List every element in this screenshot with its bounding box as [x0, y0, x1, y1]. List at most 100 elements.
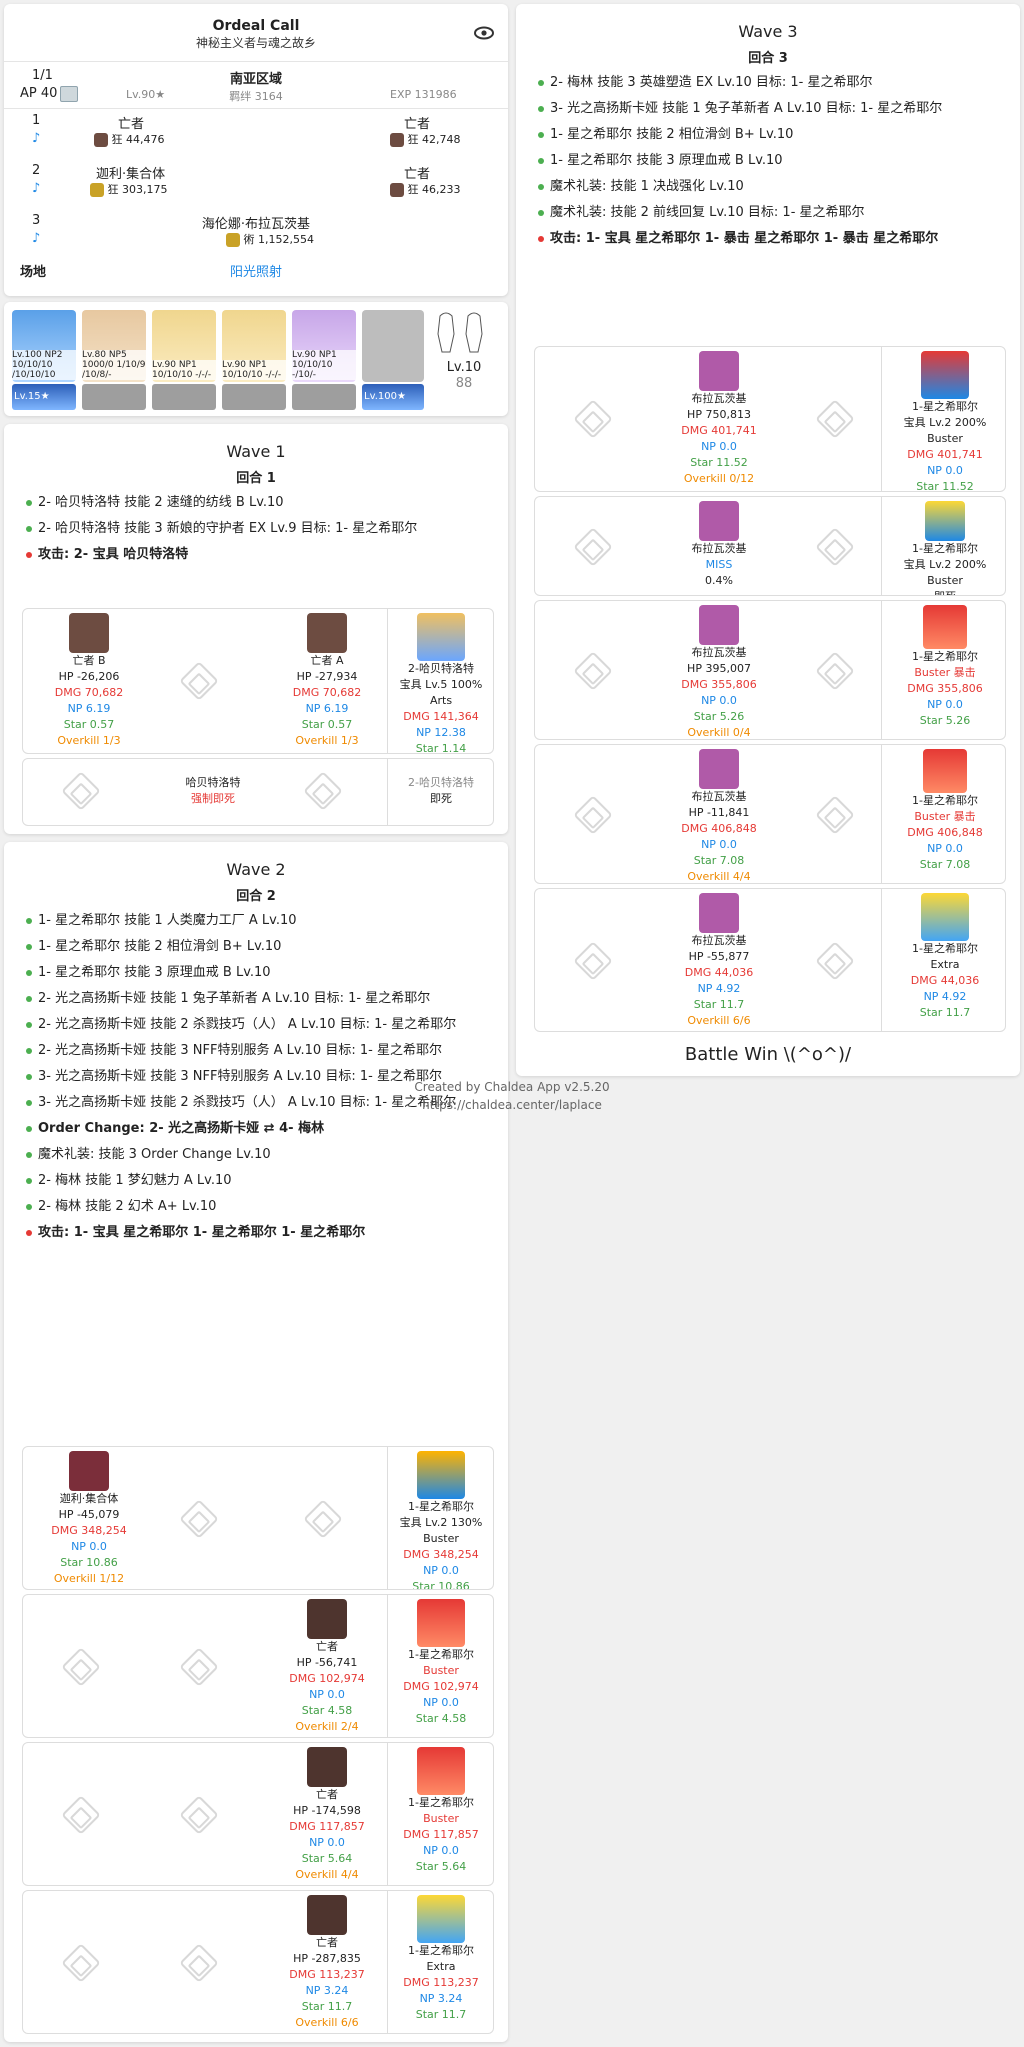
empty-slot-icon: [303, 1499, 343, 1539]
servant-card-3[interactable]: Lv.90 NP1 10/10/10 -/-/-: [152, 310, 216, 382]
action-line: 1- 星之希耶尔 技能 3 原理血戒 B Lv.10: [528, 148, 1008, 174]
buster-card-icon: [923, 749, 967, 793]
enemy-name: 迦利·集合体: [96, 167, 166, 182]
edit-icon[interactable]: [60, 86, 78, 102]
servant-stats: Lv.100 NP2 10/10/10 /10/10/10: [12, 350, 76, 380]
berserker-class-icon: [90, 183, 104, 197]
turn-title: 回合 1: [236, 471, 276, 486]
enemy-index: 2: [32, 163, 41, 178]
servant-stats: Lv.80 NP5 1000/0 1/10/9 /10/8/-: [82, 350, 146, 380]
action-line: 1- 星之希耶尔 技能 3 原理血戒 B Lv.10: [16, 960, 496, 986]
action-line: 3- 光之高扬斯卡娅 技能 1 兔子革新者 A Lv.10 目标: 1- 星之希…: [528, 96, 1008, 122]
enemy-portrait: [307, 613, 347, 653]
empty-slot-icon: [61, 1795, 101, 1835]
empty-ce-slot[interactable]: [292, 384, 356, 410]
servant-stats: Lv.90 NP1 10/10/10 -/10/-: [292, 350, 356, 380]
music-note-icon: ♪: [32, 231, 41, 246]
action-line: 3- 光之高扬斯卡娅 技能 2 杀戮技巧（人） A Lv.10 目标: 1- 星…: [16, 1090, 496, 1116]
servant-stats: Lv.90 NP1 10/10/10 -/-/-: [152, 360, 216, 380]
action-line: 1- 星之希耶尔 技能 2 相位滑剑 B+ Lv.10: [528, 122, 1008, 148]
empty-ce-slot[interactable]: [222, 384, 286, 410]
empty-slot-icon: [179, 661, 219, 701]
instant-death-result[interactable]: 2-哈贝特洛特即死: [408, 776, 474, 805]
empty-slot-icon: [179, 1499, 219, 1539]
enemy-index: 3: [32, 213, 41, 228]
enemy-portrait: [699, 749, 739, 789]
servant-card-5[interactable]: Lv.90 NP1 10/10/10 -/10/-: [292, 310, 356, 382]
empty-ce-slot[interactable]: [152, 384, 216, 410]
servant-card-2[interactable]: Lv.80 NP5 1000/0 1/10/9 /10/8/-: [82, 310, 146, 382]
wave-title: Wave 2: [226, 860, 286, 879]
berserker-class-icon: [390, 183, 404, 197]
field-label: 场地: [20, 265, 47, 280]
quest-level: Lv.90★: [126, 88, 166, 101]
action-line: 2- 哈贝特洛特 技能 2 速缝的纺线 B Lv.10: [16, 490, 496, 516]
craft-essence-6[interactable]: Lv.100★: [362, 384, 424, 410]
instant-death-cell[interactable]: 哈贝特洛特强制即死: [185, 776, 241, 805]
empty-slot-icon: [815, 941, 855, 981]
action-line: 攻击: 2- 宝具 哈贝特洛特: [16, 542, 496, 568]
mystic-code-icon[interactable]: [432, 310, 492, 356]
servant-card-4[interactable]: Lv.90 NP1 10/10/10 -/-/-: [222, 310, 286, 382]
footer-url[interactable]: https://chaldea.center/laplace: [422, 1098, 602, 1112]
empty-servant-slot[interactable]: [362, 310, 424, 382]
empty-slot-icon: [573, 941, 613, 981]
empty-slot-icon: [573, 399, 613, 439]
enemy-portrait: [307, 1747, 347, 1787]
buster-card-icon: [923, 605, 967, 649]
empty-slot-icon: [815, 527, 855, 567]
craft-essence-1[interactable]: Lv.15★: [12, 384, 76, 410]
enemy-portrait: [699, 605, 739, 645]
quest-subtitle: 神秘主义者与魂之故乡: [195, 36, 316, 50]
empty-slot-icon: [303, 771, 343, 811]
empty-slot-icon: [815, 399, 855, 439]
quest-area: 南亚区域: [229, 72, 282, 87]
empty-ce-slot[interactable]: [82, 384, 146, 410]
np-card-icon: [925, 501, 965, 541]
empty-slot-icon: [61, 1647, 101, 1687]
quest-progress: 1/1: [32, 68, 53, 83]
eye-icon[interactable]: [474, 26, 494, 40]
empty-slot-icon: [61, 771, 101, 811]
field-value[interactable]: 阳光照射: [229, 265, 282, 280]
quest-ap: AP 40: [20, 86, 58, 101]
enemy-hp: 狂 42,748: [390, 131, 461, 147]
enemy-name: 亡者: [117, 117, 144, 132]
enemy-portrait: [69, 1451, 109, 1491]
action-line: 魔术礼装: 技能 3 Order Change Lv.10: [16, 1142, 496, 1168]
empty-slot-icon: [573, 651, 613, 691]
action-line: 2- 光之高扬斯卡娅 技能 1 兔子革新者 A Lv.10 目标: 1- 星之希…: [16, 986, 496, 1012]
servant-card-1[interactable]: Lv.100 NP2 10/10/10 /10/10/10: [12, 310, 76, 382]
turn-title: 回合 2: [236, 889, 276, 904]
wave2-panel: Wave 2 回合 2 1- 星之希耶尔 技能 1 人类魔力工厂 A Lv.10…: [4, 842, 508, 2042]
enemy-index: 1: [32, 113, 41, 128]
quest-title: Ordeal Call: [212, 18, 300, 34]
action-line: 1- 星之希耶尔 技能 1 人类魔力工厂 A Lv.10: [16, 908, 496, 934]
